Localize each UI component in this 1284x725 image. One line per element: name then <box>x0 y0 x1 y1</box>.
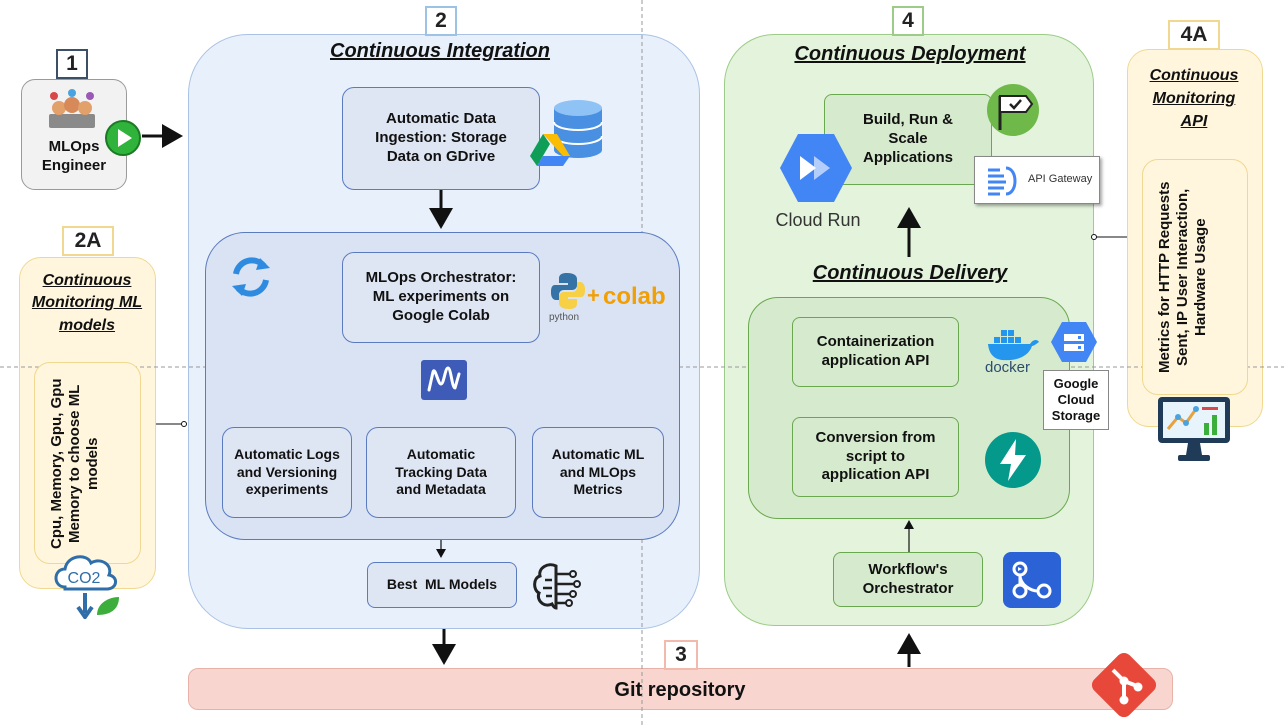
ci-title: Continuous Integration <box>330 40 550 62</box>
colab-plus: + <box>587 283 600 308</box>
database-icon <box>553 100 603 158</box>
step-number-4: 4 <box>892 6 924 36</box>
co2-cloud-icon: CO2 <box>54 555 119 619</box>
step-number-1: 1 <box>56 49 88 79</box>
brain-circuit-icon <box>533 563 581 610</box>
monitoring-api-title: Continuous Monitoring API <box>1149 67 1239 131</box>
monitoring-ml-content-box <box>34 362 141 564</box>
continuous-delivery-title: Continuous Delivery <box>812 262 1008 284</box>
tracking-data-box: Automatic Tracking Data and Metadata <box>366 427 516 518</box>
containerization-box: Containerization application API <box>792 317 959 387</box>
git-logo-icon <box>1091 652 1157 718</box>
data-ingestion-box: Automatic Data Ingestion: Storage Data o… <box>342 87 540 190</box>
monitoring-ml-content: Cpu, Memory, Gpu, Gpu Memory to choose M… <box>48 378 101 550</box>
step-number-4a: 4A <box>1168 20 1220 50</box>
engineer-icon <box>49 89 95 128</box>
python-label: python <box>549 312 580 323</box>
deploy-flag-icon <box>987 84 1039 136</box>
cloud-run-icon <box>780 134 852 202</box>
step-number-2a: 2A <box>62 226 114 256</box>
mlops-orchestrator-box: MLOps Orchestrator: ML experiments on Go… <box>342 252 540 343</box>
co2-label: CO2 <box>68 570 101 587</box>
git-repository-label: Git repository <box>614 678 746 701</box>
cloud-run-label: Cloud Run <box>775 210 861 230</box>
ml-metrics-box: Automatic ML and MLOps Metrics <box>532 427 664 518</box>
logs-versioning-box: Automatic Logs and Versioning experiment… <box>222 427 352 518</box>
conversion-box: Conversion from script to application AP… <box>792 417 959 497</box>
engineer-label: MLOps Engineer <box>41 138 107 174</box>
mlflow-logo-icon <box>421 360 467 400</box>
docker-icon <box>988 330 1039 361</box>
workflow-icon <box>1003 552 1061 608</box>
play-icon[interactable] <box>104 119 142 157</box>
git-repository-bar <box>188 668 1173 710</box>
workflow-orchestrator-box: Workflow's Orchestrator <box>833 552 983 607</box>
colab-label: colab <box>603 283 666 310</box>
api-gateway-icon <box>988 166 1017 196</box>
python-icon <box>551 273 585 309</box>
api-gateway-card <box>974 156 1100 204</box>
step-number-3: 3 <box>664 640 698 670</box>
monitoring-api-content: Metrics for HTTP Requests Sent, IP User … <box>1156 181 1209 373</box>
cd-title: Continuous Deployment <box>794 43 1026 65</box>
sync-cycle-icon <box>232 257 270 297</box>
monitor-dashboard-icon <box>1158 397 1230 461</box>
google-drive-icon <box>530 134 570 166</box>
best-ml-models-box: Best ML Models <box>367 562 517 608</box>
google-cloud-storage-label: Google Cloud Storage <box>1043 370 1109 430</box>
monitoring-api-content-box <box>1142 159 1248 395</box>
step-number-2: 2 <box>425 6 457 36</box>
api-gateway-label: API Gateway <box>1028 173 1093 185</box>
google-cloud-storage-icon <box>1051 322 1097 362</box>
fastapi-icon <box>985 432 1041 488</box>
monitoring-ml-title: Continuous Monitoring ML models <box>31 272 143 334</box>
docker-label: docker <box>985 359 1031 376</box>
